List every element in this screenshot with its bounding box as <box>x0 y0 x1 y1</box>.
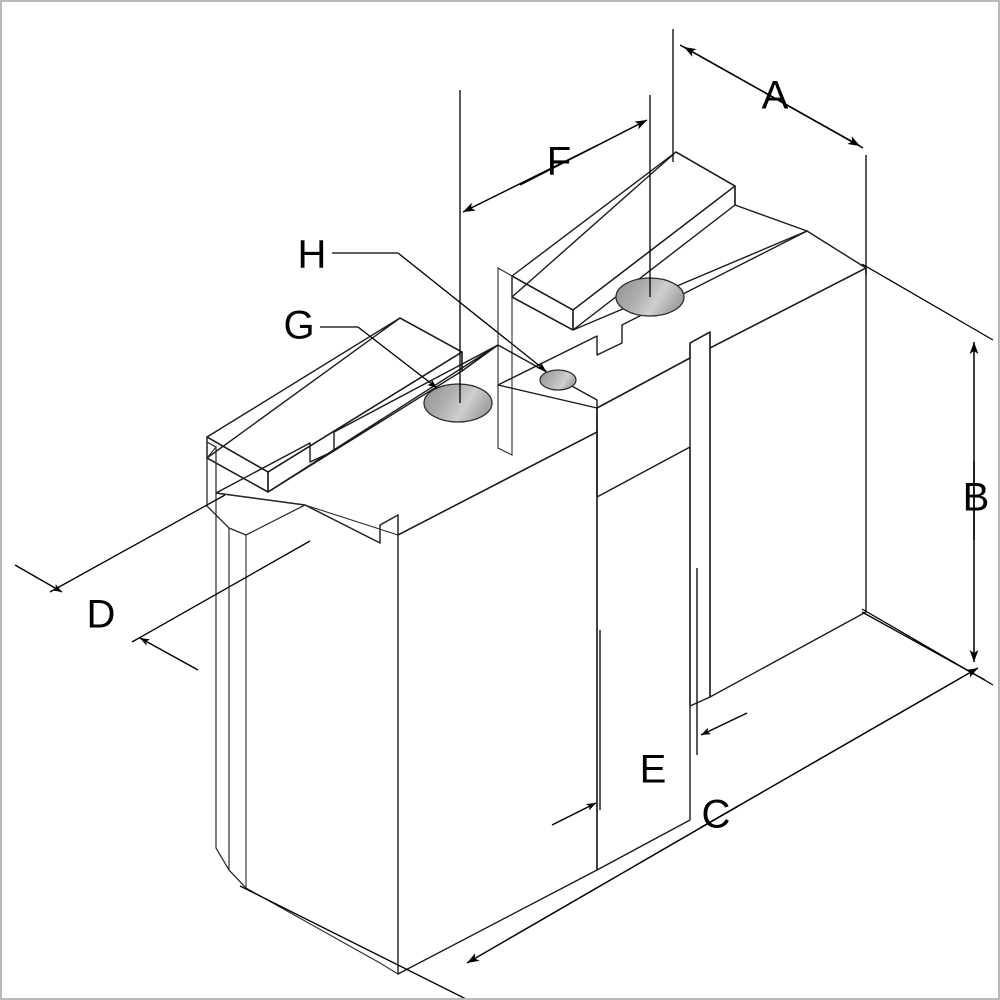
front-block-top-face <box>215 344 598 544</box>
dimension-E-label: E <box>640 748 667 792</box>
dimension-B-label: B <box>963 476 990 520</box>
front-block-front-face <box>397 431 598 975</box>
front-block-end-step-notch <box>304 504 399 544</box>
dimension-H: H <box>298 233 547 372</box>
rear-block-right-end-face <box>709 267 867 698</box>
dimension-D-line-lower <box>139 637 199 671</box>
dimension-G-leader-line <box>357 326 438 389</box>
front-block-left-side-strip <box>206 445 230 873</box>
front-block-slot-floor <box>206 317 499 493</box>
dimension-A-line-2 <box>679 44 861 147</box>
dimension-D-extension-lower <box>131 540 311 643</box>
dimension-C-extension-left <box>239 885 469 1000</box>
dimension-C-extension-right <box>861 611 986 681</box>
front-jaw-block <box>206 317 598 975</box>
centre-step-front-wall <box>596 357 691 871</box>
rear-jaw-block <box>497 151 867 698</box>
rear-block-rail-edge-band <box>511 275 574 331</box>
front-block-left-chamfer-facet <box>206 441 307 536</box>
dimension-A-label: A <box>762 74 789 118</box>
front-block-rail-right-face <box>267 351 463 493</box>
dimension-C: C <box>239 611 986 1000</box>
dimension-A: A <box>672 29 867 275</box>
dimension-B-extension-top <box>861 263 994 341</box>
dimension-E-line-left <box>551 802 597 826</box>
front-block-locating-hole <box>539 369 577 391</box>
dimension-G: G <box>283 304 438 389</box>
dimension-F-label: F <box>547 140 571 184</box>
rear-block-slot-floor <box>511 151 808 331</box>
dimension-D-label: D <box>87 593 116 637</box>
front-block-left-end-face <box>206 441 399 975</box>
dimension-D-line-upper <box>14 564 63 593</box>
dimension-C-line-right <box>699 667 979 829</box>
dimension-H-label: H <box>298 233 327 277</box>
dimension-H-leader-line <box>397 252 547 372</box>
dimension-E-line-right <box>700 712 748 736</box>
centre-step-inner-wall <box>596 331 711 707</box>
dimension-C-label: C <box>702 793 731 837</box>
dimension-D-extension-upper <box>49 494 226 593</box>
dimension-G-label: G <box>283 304 314 348</box>
front-block-mounting-hole <box>423 383 493 423</box>
dimension-F-line-right <box>519 119 648 186</box>
rear-block-left-wall <box>497 267 513 456</box>
part-geometry <box>206 151 867 975</box>
dimension-B: B <box>861 263 994 686</box>
dimension-E: E <box>551 568 748 826</box>
dimension-F: F <box>459 90 651 403</box>
dimension-D: D <box>14 494 311 671</box>
dimension-C-line-left <box>466 804 741 964</box>
